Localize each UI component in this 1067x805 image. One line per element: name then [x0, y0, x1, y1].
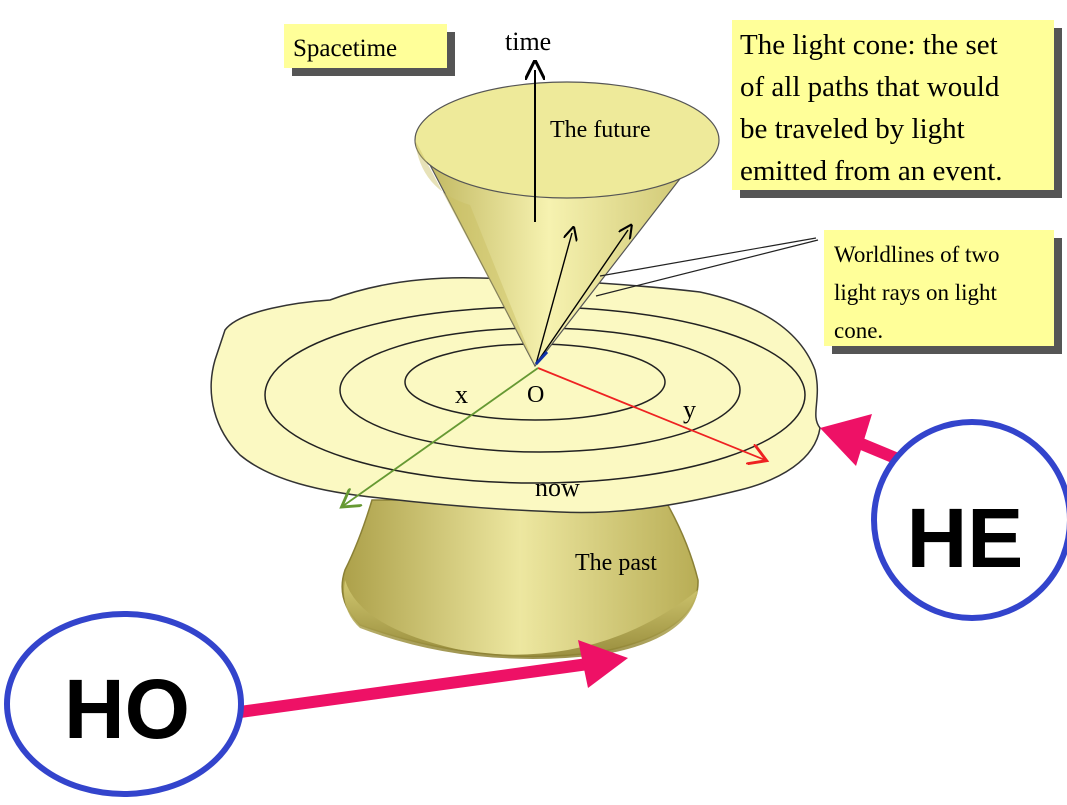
ho-arrow-shaft	[239, 658, 589, 718]
worldline-arrows	[534, 230, 628, 366]
spacetime-title: Spacetime	[293, 35, 397, 62]
worldline-leaders	[595, 237, 819, 297]
ho-marker: HO	[4, 611, 628, 797]
now-plane	[210, 276, 821, 514]
worldlines-line-2: light rays on light	[834, 280, 998, 305]
ho-label: HO	[64, 662, 190, 756]
x-axis-line	[343, 367, 539, 506]
ho-ring	[4, 611, 244, 797]
light-cone-line-4: emitted from an event.	[740, 155, 1003, 187]
svg-text:Worldlines of two light: Worldlines of two light rays on light co…	[834, 242, 1005, 343]
he-ring	[871, 419, 1067, 621]
now-label: now	[535, 473, 580, 502]
he-marker: HE	[820, 414, 1067, 621]
spacetime-title-box: Spacetime	[284, 24, 455, 76]
worldlines-line-1: Worldlines of two	[834, 242, 1000, 267]
worldlines-line-3: cone.	[834, 318, 883, 343]
svg-text:The light cone: the set: The light cone: the set of all paths tha…	[740, 29, 1007, 187]
y-axis-label: y	[683, 395, 696, 424]
x-axis-label: x	[455, 380, 468, 409]
y-axis-line	[537, 367, 765, 460]
ho-arrow-head	[578, 640, 628, 688]
origin-label: O	[527, 382, 544, 408]
future-label: The future	[550, 117, 651, 143]
past-label: The past	[575, 550, 657, 576]
he-label: HE	[907, 491, 1024, 585]
time-axis-label: time	[505, 27, 551, 56]
light-cone-line-1: The light cone: the set	[740, 29, 998, 61]
worldlines-callout: Worldlines of two light rays on light co…	[824, 230, 1062, 354]
light-cone-line-3: be traveled by light	[740, 113, 965, 145]
light-cone-line-2: of all paths that would	[740, 71, 1000, 103]
past-cone	[341, 499, 699, 659]
future-cone	[414, 81, 720, 368]
light-cone-callout: The light cone: the set of all paths tha…	[732, 20, 1062, 198]
he-arrow-head	[820, 414, 872, 466]
